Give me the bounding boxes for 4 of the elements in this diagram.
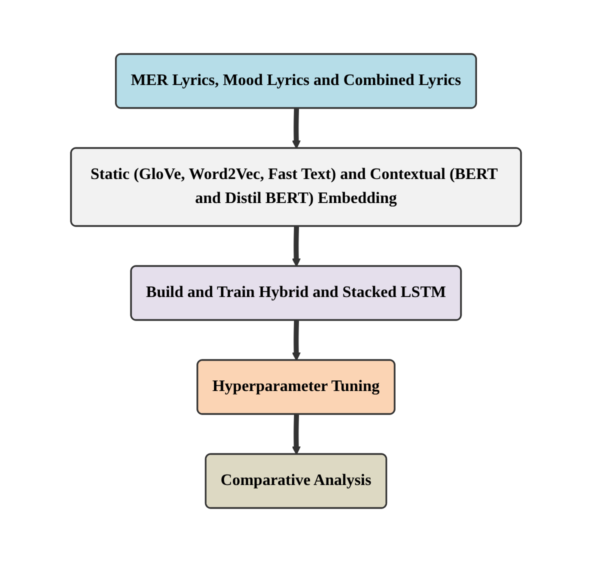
arrow: [291, 320, 300, 361]
arrow: [291, 108, 300, 149]
arrow: [291, 226, 300, 267]
arrow: [291, 414, 300, 455]
